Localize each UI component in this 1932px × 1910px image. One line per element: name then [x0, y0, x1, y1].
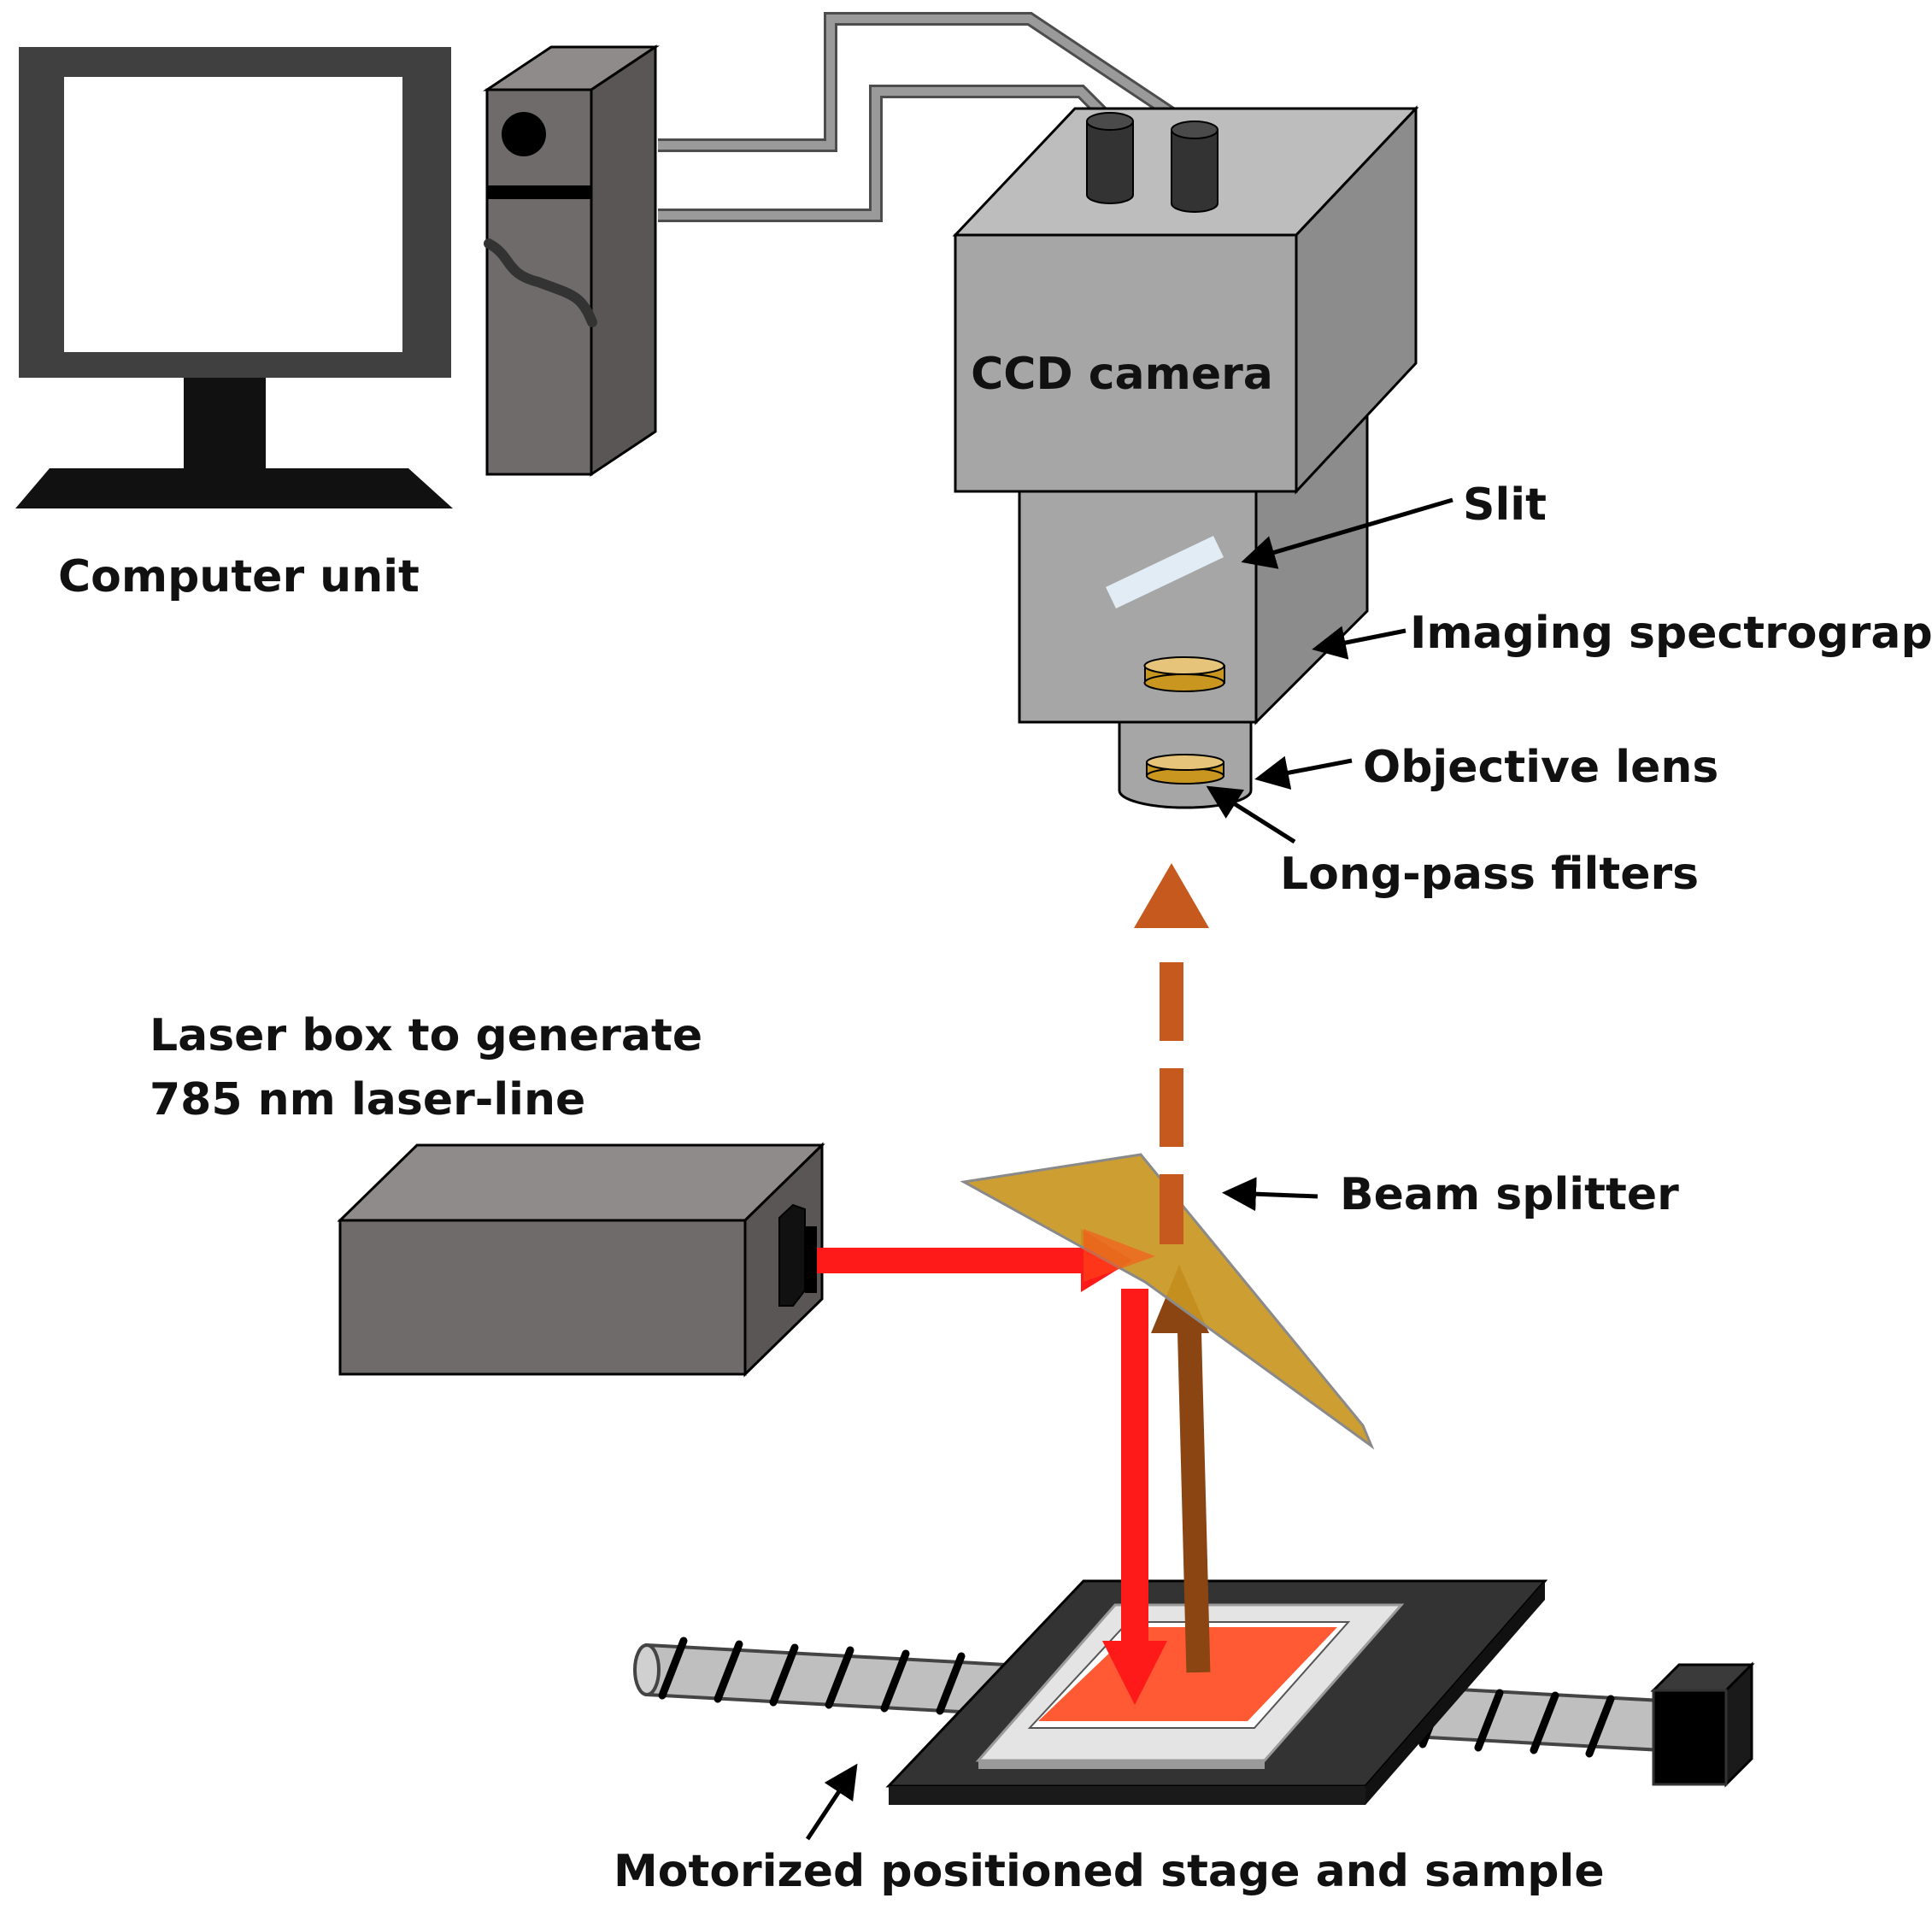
connector-icon: [1086, 112, 1134, 204]
ccd-camera-label: CCD camera: [971, 349, 1273, 400]
spectrograph-arrow: [1312, 626, 1406, 660]
stepper-motor-icon: [1650, 1661, 1755, 1788]
laser-aperture-icon: [778, 1203, 817, 1307]
callouts: [805, 497, 1453, 1841]
beam-splitter-label: Beam splitter: [1340, 1169, 1679, 1220]
imaging-spectrograph-label: Imaging spectrograph: [1410, 608, 1932, 659]
stage-arrow: [805, 1763, 858, 1841]
long-pass-filters-label: Long-pass filters: [1280, 849, 1699, 900]
objective-lens: [1118, 720, 1253, 809]
laser-box-label-line2: 785 nm laser-line: [150, 1074, 585, 1125]
laser-beam-reflection: [1083, 1229, 1155, 1282]
connector-icon: [1171, 120, 1219, 213]
computer-unit: Computer unit: [15, 44, 660, 602]
objective-lens-arrow: [1254, 755, 1353, 790]
ccd-camera: CCD camera: [952, 105, 1419, 495]
slit-icon: [1106, 536, 1224, 608]
computer-tower-icon: [483, 44, 660, 477]
collected-signal-beam: [1134, 863, 1209, 1244]
filters-arrow: [1206, 785, 1296, 844]
slit-arrow: [1241, 497, 1453, 569]
beam-splitter-arrow: [1222, 1177, 1318, 1212]
monitor-icon: [15, 47, 453, 508]
spectrograph-lens-icon: [1143, 656, 1225, 692]
laser-box-label-line1: Laser box to generate: [150, 1010, 702, 1061]
stage-sample-label: Motorized positioned stage and sample: [614, 1846, 1605, 1897]
laser-box: Laser box to generate 785 nm laser-line: [150, 1010, 825, 1378]
data-cables: [658, 12, 1188, 222]
objective-lens-label: Objective lens: [1363, 742, 1718, 793]
long-pass-filter-icon: [1146, 754, 1224, 785]
motorized-stage: [633, 1579, 1755, 1805]
slit-label: Slit: [1463, 479, 1547, 531]
computer-unit-label: Computer unit: [58, 551, 420, 602]
